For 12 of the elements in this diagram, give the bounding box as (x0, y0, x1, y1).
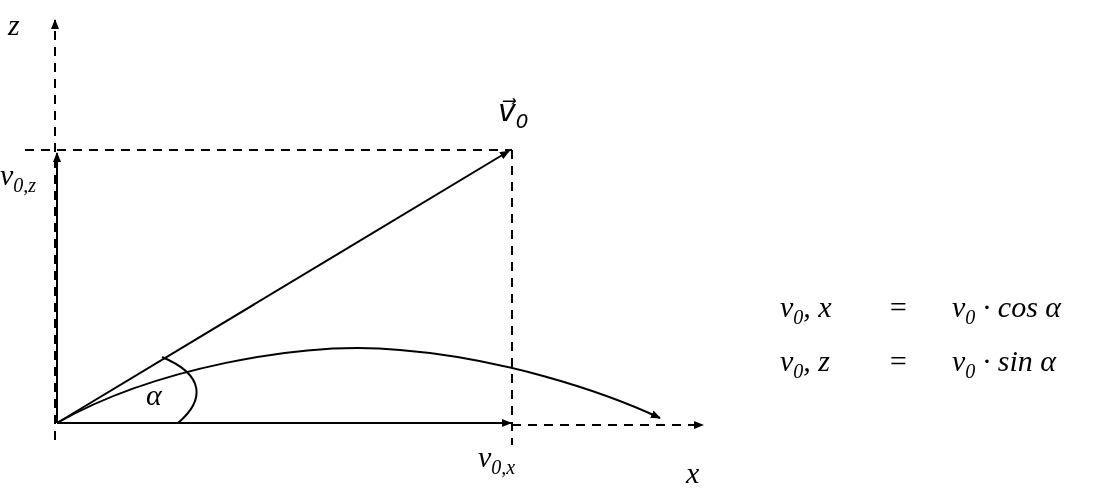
component-label: v$_{0,x}$ (478, 442, 516, 477)
equals-sign: = (888, 346, 909, 376)
equation-term: v$_{0}$, x (780, 292, 832, 327)
vector-label: v⃗$_{0}$ (498, 96, 529, 131)
equation-term: v$_{0}$ · sin α (952, 346, 1057, 381)
component-label: v$_{0,z}$ (0, 160, 37, 195)
equation-term: v$_{0}$ · cos α (952, 292, 1062, 327)
equals-sign: = (888, 292, 909, 322)
axis-label: z (8, 10, 20, 40)
equation-term: v$_{0}$, z (780, 346, 830, 381)
angle-label: α (146, 380, 162, 410)
axis-label: x (686, 458, 700, 488)
